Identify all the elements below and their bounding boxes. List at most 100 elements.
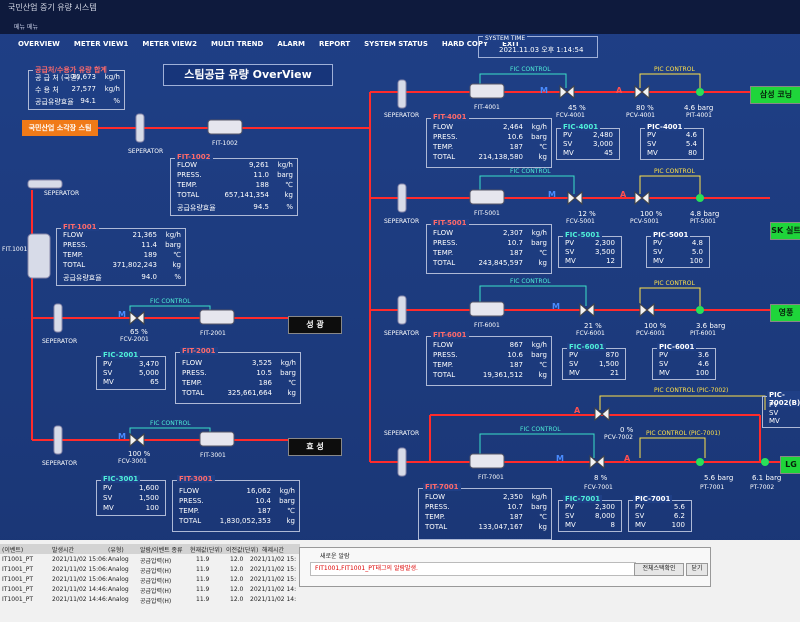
separator-label: SEPERATOR — [384, 112, 420, 119]
dest-sk-siltron[interactable]: SK 실트 — [770, 222, 800, 240]
mode-a-indicator: A — [616, 86, 623, 95]
pic-control-label[interactable]: PIC CONTROL — [654, 168, 695, 175]
pic-control-label[interactable]: PIC CONTROL (PIC-7002) — [654, 387, 729, 394]
main-menu: OVERVIEW METER VIEW1 METER VIEW2 MULTI T… — [18, 40, 520, 54]
tag-pt7001: PT-7001 — [700, 484, 725, 491]
tag-pt7002: PT-7002 — [750, 484, 775, 491]
dest-hyosung[interactable]: 효 성 — [288, 438, 342, 456]
fic-control-label[interactable]: FIC CONTROL — [510, 278, 551, 285]
panel-title: FIC-4001 — [561, 123, 601, 131]
steam-source[interactable]: 국민산업 소각장 스팀 — [22, 120, 98, 136]
pit4001-reading: 4.6 barg — [684, 104, 714, 112]
menu-alarm[interactable]: ALARM — [277, 40, 305, 48]
mode-m-indicator: M — [118, 310, 126, 319]
pic7002-panel[interactable]: PIC-7002(B) PV SV MV — [762, 391, 800, 428]
menu-overview[interactable]: OVERVIEW — [18, 40, 60, 48]
panel-title: PIC-7002(B) — [767, 391, 800, 407]
menu-meter-view2[interactable]: METER VIEW2 — [142, 40, 197, 48]
tag-fit1002: FIT-1002 — [212, 140, 238, 147]
dest-samsung-corning[interactable]: 삼성 코닝 — [750, 86, 800, 104]
title-bar: 국민산업 증기 유량 시스템 메뉴 메뉴 — [0, 0, 800, 34]
system-time-value: 2021.11.03 오후 1:14:54 — [499, 46, 584, 54]
tag-pit4001: PIT-4001 — [686, 112, 712, 119]
mode-m-indicator: M — [556, 454, 564, 463]
menu-multi-trend[interactable]: MULTI TREND — [210, 40, 264, 48]
mode-m-indicator: M — [552, 302, 560, 311]
dest-lg[interactable]: LG — [780, 456, 800, 474]
dest-sungkwang[interactable]: 성 광 — [288, 316, 342, 334]
pic-control-label[interactable]: PIC CONTROL — [654, 280, 695, 287]
fic-control-label[interactable]: FIC CONTROL — [150, 420, 191, 427]
menu-report[interactable]: REPORT — [319, 40, 351, 48]
pcv4001-opening: 80 % — [636, 104, 654, 112]
menu-system-status[interactable]: SYSTEM STATUS — [364, 40, 428, 48]
system-time: SYSTEM TIME 2021.11.03 오후 1:14:54 — [478, 35, 598, 58]
fcv3001-opening: 100 % — [128, 450, 151, 458]
fic-control-label[interactable]: FIC CONTROL — [520, 426, 561, 433]
tag-pit5001: PIT-5001 — [690, 218, 716, 225]
separator-label: SEPERATOR — [128, 148, 164, 155]
tag-fcv7001: FCV-7001 — [584, 484, 613, 491]
pcv5001-opening: 100 % — [640, 210, 663, 218]
window-title: 국민산업 증기 유량 시스템 — [8, 3, 97, 12]
fic-control-label[interactable]: FIC CONTROL — [150, 298, 191, 305]
screen-title: 스팀공급 유량 OverView — [163, 64, 333, 86]
panel-title: PIC-6001 — [657, 343, 697, 351]
tag-fcv5001: FCV-5001 — [566, 218, 595, 225]
tag-fcv6001: FCV-6001 — [576, 330, 605, 337]
panel-title: FIT-1002 — [175, 153, 213, 161]
menu-hard-copy[interactable]: HARD COPY — [441, 40, 489, 48]
pit6001-reading: 3.6 barg — [696, 322, 726, 330]
close-button[interactable]: 닫기 — [686, 563, 708, 576]
mode-a-indicator: A — [574, 406, 581, 415]
separator-label: SEPERATOR — [384, 218, 420, 225]
pic-control-label[interactable]: PIC CONTROL (PIC-7001) — [646, 430, 721, 437]
fic-control-label[interactable]: FIC CONTROL — [510, 66, 551, 73]
dest-youngpoong[interactable]: 영풍 — [770, 304, 800, 322]
tag-fit6001: FIT-6001 — [474, 322, 500, 329]
fic-control-label[interactable]: FIC CONTROL — [510, 168, 551, 175]
popup-message: FIT1001,FIT1001_PT태그의 알람발생. — [310, 562, 636, 576]
panel-title: FIT-7001 — [423, 483, 461, 491]
menu-meter-view1[interactable]: METER VIEW1 — [73, 40, 129, 48]
panel-title: FIT-4001 — [431, 113, 469, 121]
menu-caption: 메뉴 메뉴 — [14, 24, 38, 31]
pic-control-label[interactable]: PIC CONTROL — [654, 66, 695, 73]
fcv4001-opening: 45 % — [568, 104, 586, 112]
separator-label: SEPERATOR — [384, 330, 420, 337]
tag-fcv3001: FCV-3001 — [118, 458, 147, 465]
panel-title: FIT-1001 — [61, 223, 99, 231]
acknowledge-all-button[interactable]: 전체스택확인 — [634, 563, 684, 576]
fcv6001-opening: 21 % — [584, 322, 602, 330]
menu-exit[interactable]: EXIT — [502, 40, 520, 48]
panel-title: PIC-7001 — [633, 495, 673, 503]
piping-diagram — [27, 73, 780, 477]
mode-m-indicator: M — [118, 432, 126, 441]
